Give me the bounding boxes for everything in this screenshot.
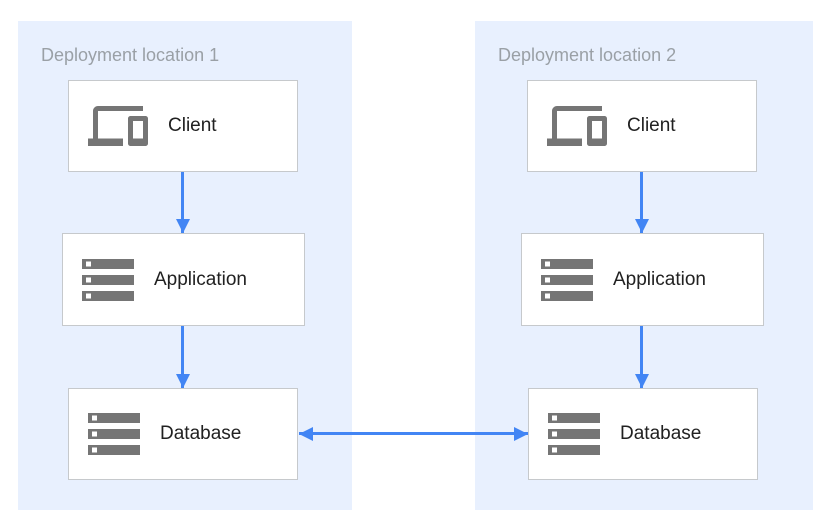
- deployment-zone-2: Deployment location 2 Client A: [475, 21, 813, 510]
- node-label: Database: [620, 423, 702, 444]
- deployment-zone-1: Deployment location 1 Client A: [18, 21, 352, 510]
- arrow-client-to-application-2: [640, 172, 643, 233]
- zone-title: Deployment location 1: [41, 45, 220, 65]
- devices-icon: [547, 96, 607, 156]
- node-client-2: Client: [527, 80, 757, 172]
- node-label: Client: [168, 115, 217, 136]
- arrow-application-to-database-2: [640, 326, 643, 388]
- arrow-client-to-application-1: [181, 172, 184, 233]
- node-database-2: Database: [528, 388, 758, 480]
- node-application-2: Application: [521, 233, 764, 326]
- node-client-1: Client: [68, 80, 298, 172]
- arrow-database-bidirectional-sync: [299, 432, 528, 435]
- node-application-1: Application: [62, 233, 305, 326]
- zone-title: Deployment location 2: [498, 45, 677, 65]
- node-label: Application: [613, 268, 706, 290]
- storage-icon: [548, 413, 600, 455]
- node-label: Application: [154, 268, 247, 290]
- devices-icon: [88, 96, 148, 156]
- storage-icon: [541, 258, 593, 301]
- storage-icon: [82, 258, 134, 301]
- storage-icon: [88, 413, 140, 455]
- node-database-1: Database: [68, 388, 298, 480]
- node-label: Database: [160, 423, 242, 444]
- arrow-application-to-database-1: [181, 326, 184, 388]
- node-label: Client: [627, 115, 676, 136]
